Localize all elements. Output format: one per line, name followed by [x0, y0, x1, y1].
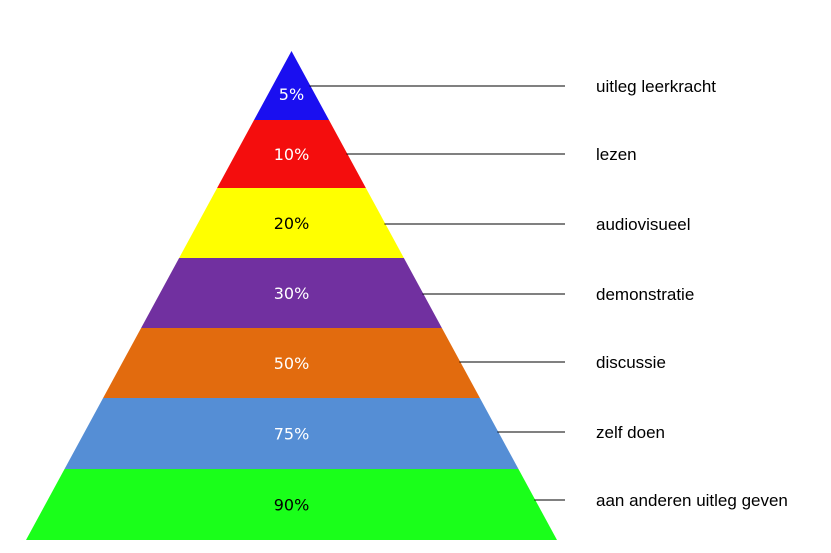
level-label: lezen: [596, 145, 637, 164]
level-label: uitleg leerkracht: [596, 77, 716, 96]
level-label: demonstratie: [596, 285, 694, 304]
level-label: aan anderen uitleg geven: [596, 491, 788, 510]
pyramid-level-3: [179, 188, 404, 258]
level-percent: 5%: [279, 85, 304, 104]
level-percent: 75%: [274, 425, 310, 444]
level-percent: 90%: [274, 496, 310, 515]
level-percent: 50%: [274, 354, 310, 373]
pyramid-level-4: [141, 258, 442, 328]
level-percent: 10%: [274, 145, 310, 164]
level-label: discussie: [596, 353, 666, 372]
pyramid-level-1: [254, 51, 329, 120]
pyramid-level-6: [64, 398, 519, 469]
pyramid-level-2: [217, 120, 366, 188]
level-percent: 20%: [274, 214, 310, 233]
level-label: zelf doen: [596, 423, 665, 442]
pyramid-level-5: [103, 328, 480, 398]
pyramid-level-7: [26, 469, 557, 540]
level-label: audiovisueel: [596, 215, 691, 234]
level-percent: 30%: [274, 284, 310, 303]
